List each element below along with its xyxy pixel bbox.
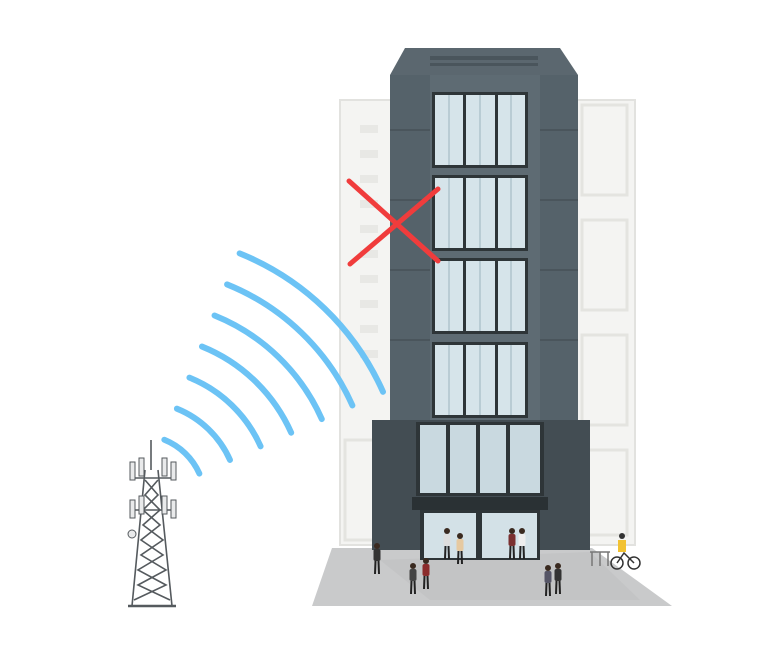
cell-tower <box>127 440 177 608</box>
cyclist <box>590 533 641 570</box>
window-grid <box>431 92 529 419</box>
signal-arc <box>224 281 356 409</box>
signal-arc <box>161 436 203 477</box>
signal-arc <box>211 312 325 423</box>
signal-arc <box>186 374 264 450</box>
person <box>373 543 381 575</box>
person <box>508 528 516 560</box>
blocked-cross-icon <box>346 178 441 267</box>
person <box>409 563 417 595</box>
signal-arc <box>173 405 233 463</box>
person <box>554 563 562 595</box>
person <box>456 533 464 565</box>
signal-waves <box>161 250 387 477</box>
signal-arc <box>236 250 387 395</box>
signal-arc <box>198 343 295 436</box>
person <box>518 528 526 560</box>
office-building <box>372 48 590 560</box>
person <box>422 558 430 590</box>
person <box>443 528 451 560</box>
person <box>544 565 552 597</box>
pedestrians <box>373 528 562 597</box>
